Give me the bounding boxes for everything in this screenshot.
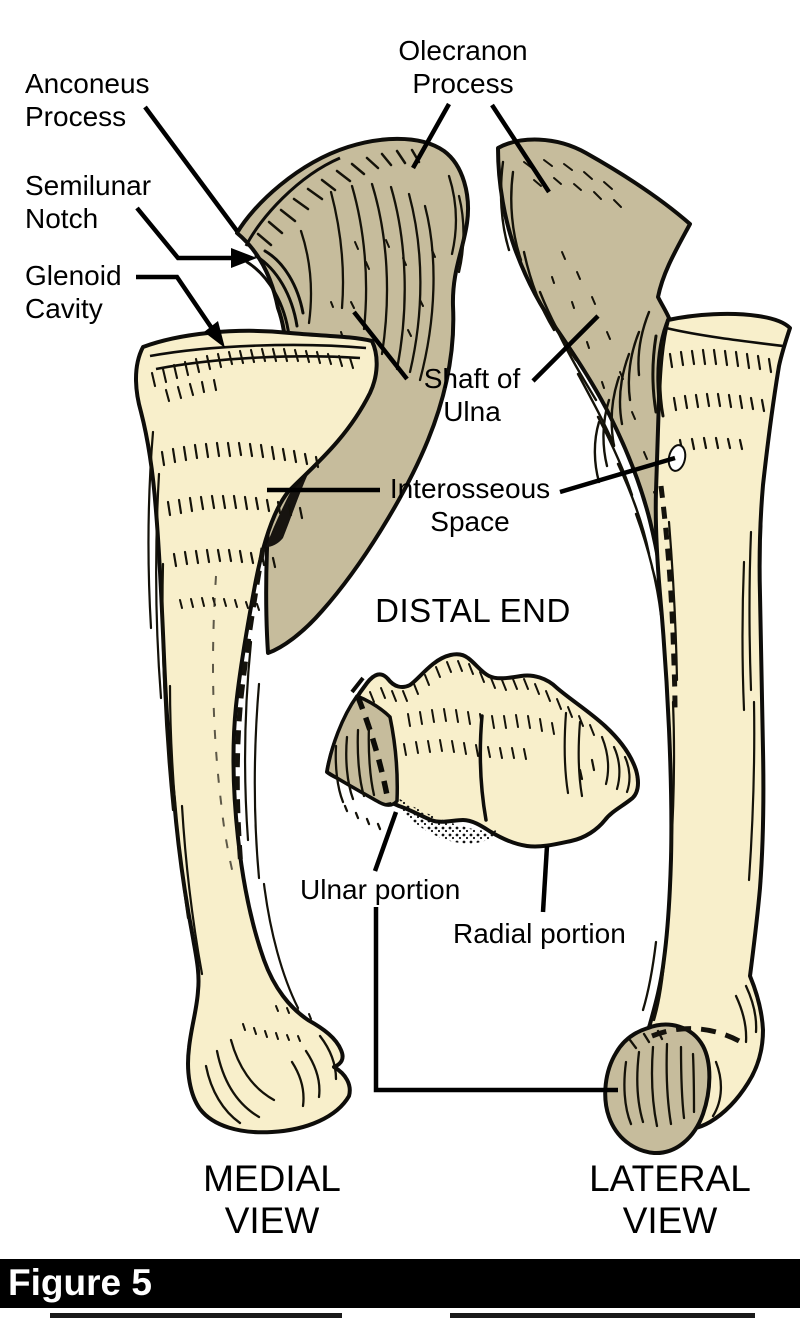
semilunar-notch-label: Semilunar Notch <box>25 169 151 235</box>
semilunar-arrowhead <box>231 248 257 268</box>
glenoid-arrowhead <box>204 321 225 348</box>
olecranon-process-label: Olecranon Process <box>333 34 593 100</box>
lateral-radius-rim-line <box>665 326 784 348</box>
lateral-ulna-fusion-dashes <box>658 485 678 709</box>
medial-view-bone <box>134 136 470 1135</box>
olecranon-leader-left-line <box>411 102 451 170</box>
anconeus-process-label: Anconeus Process <box>25 67 150 133</box>
medial-radius-right-edge-hatch <box>244 640 300 1010</box>
leader-lines <box>135 102 676 1093</box>
shaft-of-ulna-label: Shaft of Ulna <box>342 362 602 428</box>
medial-radius-band-b <box>166 494 304 520</box>
shaft-line1: Shaft of <box>423 363 521 394</box>
olecranon-leader-right-line <box>490 103 551 194</box>
medial-ulna-hatch-right <box>447 174 465 274</box>
cross-section-ulnar-shape <box>325 694 399 807</box>
radial-portion-label: Radial portion <box>453 918 626 949</box>
medial-olecranon-lip-line <box>244 156 341 247</box>
medial-ulna-fusion-dashes <box>234 547 266 869</box>
lateral-view-line2: VIEW <box>622 1200 718 1241</box>
lateral-view-bone <box>496 137 792 1156</box>
shaft-line2: Ulna <box>443 396 501 427</box>
lateral-radius-edge-hatch <box>667 520 756 882</box>
cross-section-dashed-boundary <box>355 695 392 807</box>
lateral-radius-shadow-hatch <box>651 334 665 418</box>
medial-radius-band-a <box>160 441 320 469</box>
ulnar-portion-bracket-line <box>373 907 618 1093</box>
cross-section-top-hatch <box>369 660 595 736</box>
ulnar-portion-leader-line <box>372 811 399 872</box>
medial-ulna-hatch-top <box>256 148 421 247</box>
bottom-edge-strip-left <box>50 1313 342 1318</box>
semilunar-leader-line <box>135 206 232 261</box>
olecranon-line1: Olecranon <box>398 35 528 66</box>
cross-section-bump-dash <box>350 676 365 694</box>
leader-arrowheads <box>204 248 257 348</box>
lateral-distal-dashed-arc <box>651 1026 743 1045</box>
interosseous-space-label: Interosseous Space <box>340 472 600 538</box>
distal-end-cross-section <box>325 652 640 849</box>
distal-end-label: DISTAL END <box>375 592 571 629</box>
semilunar-line2: Notch <box>25 203 99 234</box>
lateral-ulna-hatch-topdots <box>523 159 622 208</box>
medial-view-label: MEDIAL VIEW <box>172 1158 372 1242</box>
cross-section-mid-hatch <box>403 708 555 760</box>
lateral-distal-ulnar-blob <box>603 1022 712 1156</box>
interosseous-line1: Interosseous <box>389 473 551 504</box>
cross-section-right-hatch <box>563 711 631 798</box>
cross-section-stipple <box>398 798 498 844</box>
medial-view-line2: VIEW <box>224 1200 320 1241</box>
cross-section-ulnar-hatch <box>334 724 382 831</box>
interosseous-leader-right-line <box>559 455 676 495</box>
glenoid-line1: Glenoid <box>25 260 122 291</box>
figure-caption-bar: Figure 5 <box>0 1259 800 1308</box>
lateral-radius-shape <box>642 311 792 1132</box>
glenoid-rim-lines <box>149 343 367 371</box>
cross-section-crease <box>478 714 488 822</box>
medial-radius-rim-hatch <box>150 347 355 403</box>
lateral-ulna-hatch-left <box>499 160 673 680</box>
lateral-ulna-hatch-fan <box>593 310 651 484</box>
anconeus-leader-line <box>143 105 239 233</box>
medial-radius-shape <box>134 328 379 1135</box>
glenoid-leader-line <box>136 274 213 329</box>
lateral-interosseous-gap <box>667 444 687 472</box>
radial-portion-leader-line <box>540 845 550 913</box>
shaft-leader-left-line <box>352 310 409 381</box>
medial-inner-dashed-contour <box>212 575 236 883</box>
semilunar-notch-lines <box>245 249 305 338</box>
medial-view-line1: MEDIAL <box>203 1158 341 1199</box>
semilunar-line1: Semilunar <box>25 170 152 201</box>
medial-radius-distal-dots <box>242 1005 312 1042</box>
lateral-view-label: LATERAL VIEW <box>570 1158 770 1242</box>
anconeus-line2: Process <box>25 101 127 132</box>
medial-radius-left-edge-hatch <box>147 430 204 976</box>
bottom-edge-strip-right <box>450 1313 755 1318</box>
glenoid-cavity-label: Glenoid Cavity <box>25 259 122 325</box>
shaft-leader-right-line <box>531 314 600 383</box>
interosseous-line2: Space <box>430 506 510 537</box>
medial-radius-distal-hatch <box>204 1034 338 1125</box>
figure-caption-text: Figure 5 <box>8 1262 152 1303</box>
lateral-view-line1: LATERAL <box>589 1158 751 1199</box>
olecranon-line2: Process <box>412 68 514 99</box>
glenoid-line2: Cavity <box>25 293 103 324</box>
anconeus-line1: Anconeus <box>25 68 150 99</box>
ulnar-portion-label: Ulnar portion <box>300 874 461 905</box>
